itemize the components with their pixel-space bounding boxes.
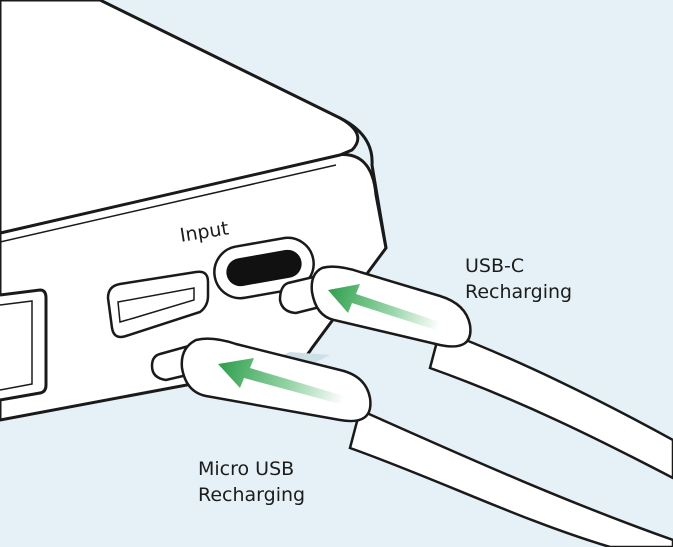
usb-c-label-line1: USB-C [465,255,525,277]
insert-arrow-icon [218,358,344,404]
device-side-panel [0,288,48,402]
micro-usb-cable [150,337,673,547]
usb-c-cable-wire [428,328,673,480]
micro-usb-label-line1: Micro USB [198,458,295,480]
micro-usb-recharging-label: Micro USB Recharging [198,456,305,508]
device-side-panel-inner [0,300,33,391]
micro-usb-label-line2: Recharging [198,484,306,506]
usb-c-recharging-label: USB-C Recharging [465,253,572,305]
micro-usb-cable-wire [348,408,673,547]
device-corner-edge [338,116,388,250]
usb-c-cable [278,265,673,480]
device-bevel-line [0,164,337,243]
usb-c-label-line2: Recharging [465,281,573,303]
insert-arrow-icon [328,284,440,330]
usb-a-port [106,270,210,339]
